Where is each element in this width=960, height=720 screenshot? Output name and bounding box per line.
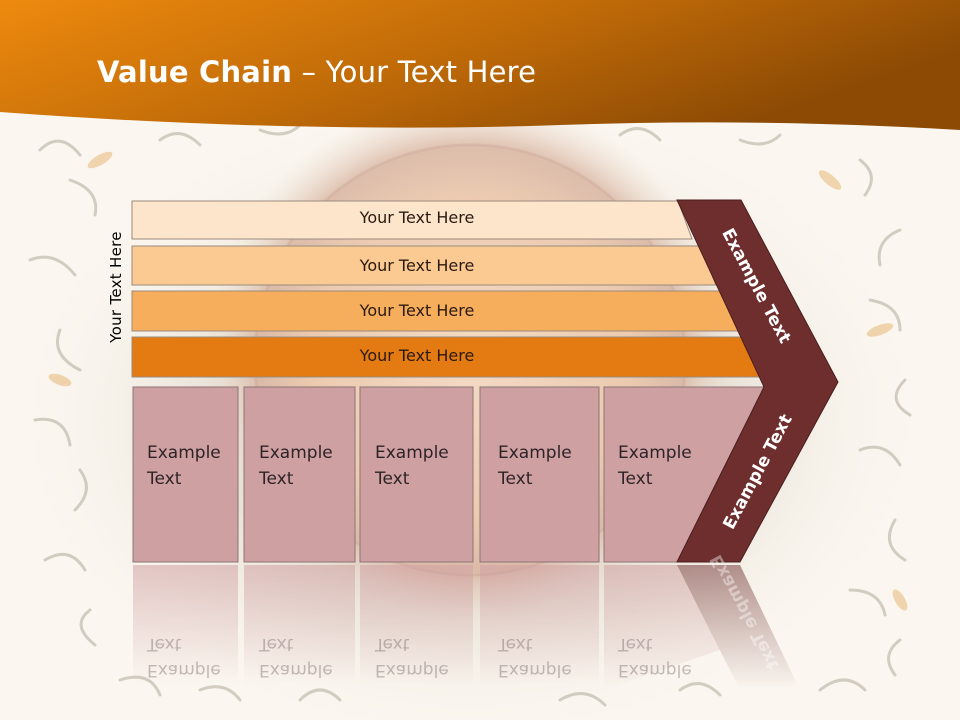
title-bold: Value Chain <box>97 55 293 89</box>
side-label-text: Your Text Here <box>107 231 125 343</box>
box-1 <box>132 386 239 563</box>
bar-label-4: Your Text Here <box>359 346 475 365</box>
boxes-group <box>132 386 765 563</box>
box-2 <box>243 386 356 563</box>
reflection-group <box>133 565 800 690</box>
bar-1 <box>131 200 693 240</box>
bar-label-2: Your Text Here <box>359 256 475 275</box>
box-3 <box>359 386 474 563</box>
header-band <box>0 0 960 130</box>
box-4 <box>479 386 600 563</box>
title-rest: – Your Text Here <box>292 55 537 89</box>
bar-label-3: Your Text Here <box>359 301 475 320</box>
chevron-arrow <box>676 199 839 563</box>
slide-title: Value Chain – Your Text Here <box>97 55 536 89</box>
bars-group <box>131 200 763 378</box>
bar-label-1: Your Text Here <box>359 208 475 227</box>
